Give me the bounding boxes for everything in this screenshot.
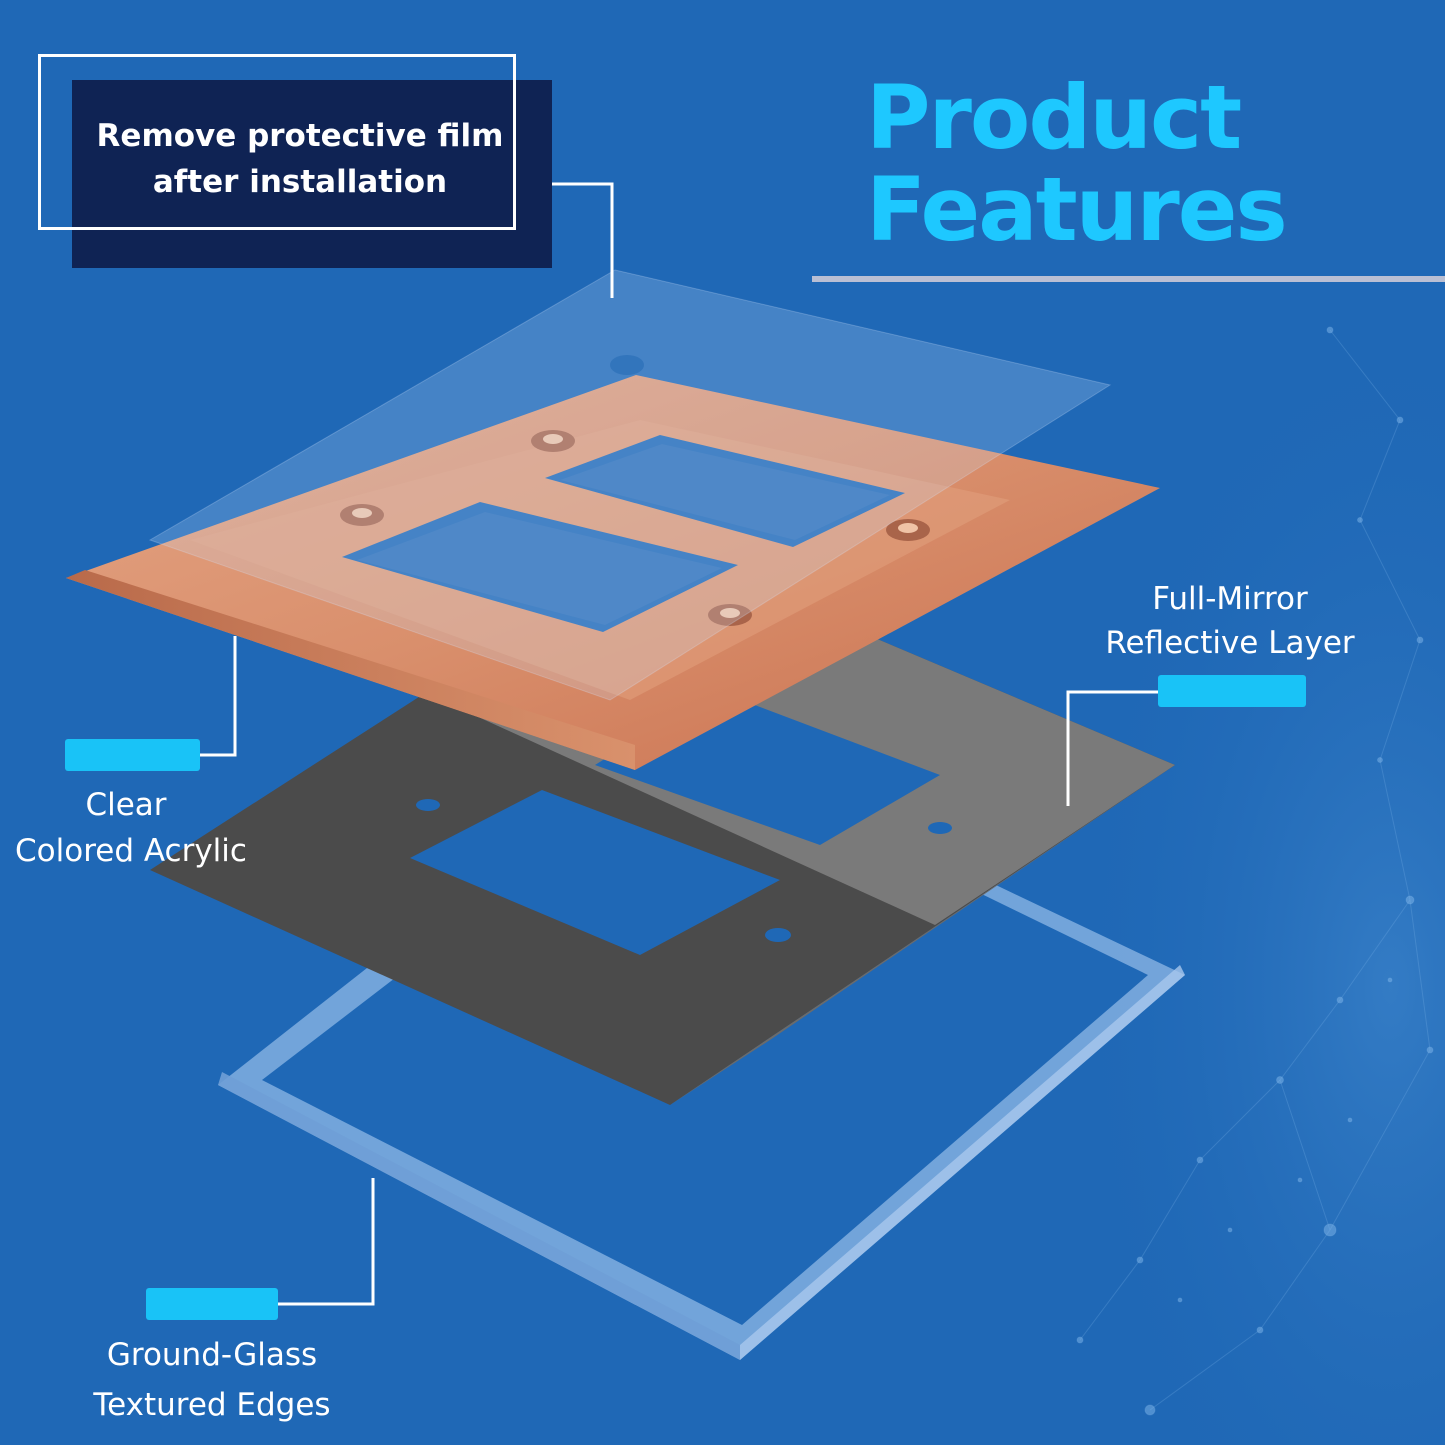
edges-label-line-1: Ground-Glass bbox=[106, 1337, 318, 1373]
film-hole bbox=[610, 355, 644, 375]
acrylic-tag bbox=[65, 739, 200, 771]
mirror-label-line-2: Reflective Layer bbox=[1105, 625, 1355, 661]
acrylic-label-line-2: Colored Acrylic bbox=[15, 833, 247, 869]
protective-film-sheet bbox=[148, 269, 1112, 701]
film-callout-line-2: after installation bbox=[152, 164, 448, 200]
film-callout-frame bbox=[38, 54, 516, 230]
network-pattern bbox=[1076, 326, 1434, 1416]
film-callout-line-1: Remove protective film bbox=[96, 118, 504, 154]
mirror-label-line-1: Full-Mirror bbox=[1152, 581, 1308, 617]
heading-line-1: Product bbox=[866, 66, 1242, 169]
title-underline bbox=[812, 276, 1445, 282]
edges-tag bbox=[146, 1288, 278, 1320]
copper-acrylic-plate bbox=[66, 375, 1160, 770]
acrylic-label-line-1: Clear bbox=[85, 787, 167, 823]
edges-label-line-2: Textured Edges bbox=[93, 1387, 331, 1423]
film-callout-box bbox=[72, 80, 552, 268]
mirror-tag bbox=[1158, 675, 1306, 707]
heading-line-2: Features bbox=[866, 158, 1288, 261]
